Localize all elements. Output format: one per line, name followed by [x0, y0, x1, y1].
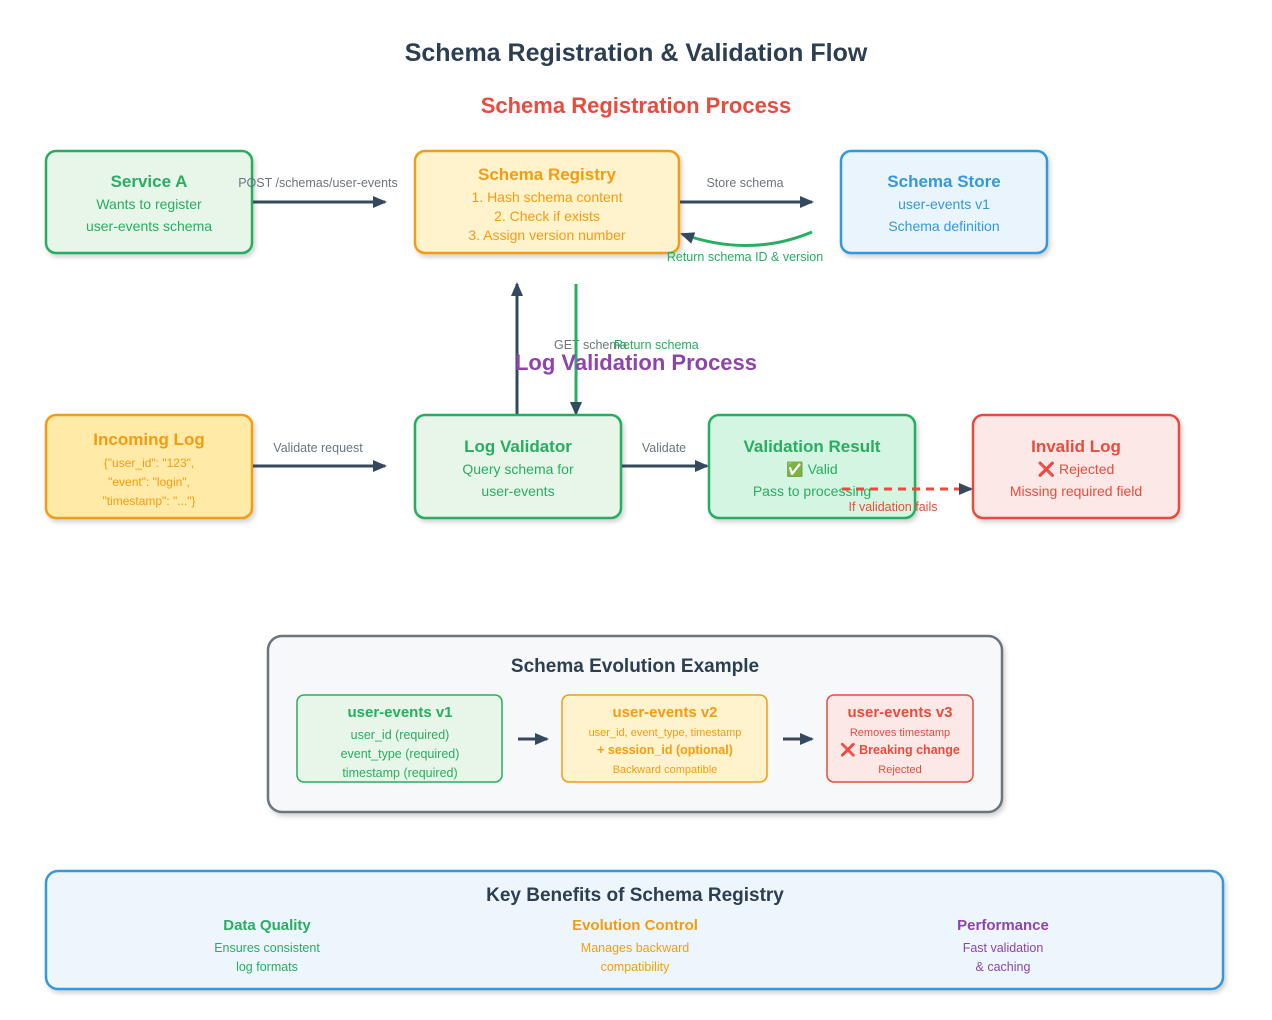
- node-line: 3. Assign version number: [468, 227, 626, 243]
- evolution-v3-card: user-events v3 Removes timestamp ❌ Break…: [826, 694, 974, 783]
- node-line: "timestamp": "..."}: [102, 494, 195, 508]
- node-line: Pass to processing: [753, 483, 871, 499]
- node-title: Invalid Log: [1031, 437, 1121, 456]
- evolution-title: Schema Evolution Example: [511, 656, 759, 677]
- node-line: ❌ Rejected: [1038, 461, 1115, 478]
- edge-return-id-label: Return schema ID & version: [667, 250, 823, 264]
- section-validation-title: Log Validation Process: [515, 350, 757, 375]
- benefits-title: Key Benefits of Schema Registry: [486, 885, 784, 906]
- node-incoming-log: Incoming Log {"user_id": "123", "event":…: [44, 413, 254, 520]
- evolution-card-line: + session_id (optional): [597, 743, 733, 757]
- node-title: Service A: [111, 172, 188, 191]
- edge-return-id-arrow: [680, 230, 813, 247]
- benefit-line: log formats: [236, 960, 298, 974]
- node-schema-store: Schema Store user-events v1 Schema defin…: [839, 149, 1049, 255]
- node-line: 1. Hash schema content: [472, 189, 623, 205]
- edge-validate-request-label: Validate request: [273, 441, 363, 455]
- edge-validate-label: Validate: [642, 441, 686, 455]
- benefit-title: Performance: [957, 917, 1049, 934]
- node-title: Incoming Log: [93, 430, 204, 449]
- benefit-line: & caching: [976, 960, 1031, 974]
- evolution-card-line: event_type (required): [341, 747, 460, 761]
- evolution-card-line: Rejected: [878, 764, 921, 776]
- node-schema-registry: Schema Registry 1. Hash schema content 2…: [413, 149, 681, 255]
- node-line: Wants to register: [96, 196, 202, 212]
- node-line: 2. Check if exists: [494, 208, 600, 224]
- benefit-line: Manages backward: [581, 941, 689, 955]
- evolution-card-line: user_id, event_type, timestamp: [589, 727, 742, 739]
- benefit-title: Evolution Control: [572, 917, 698, 934]
- node-invalid-log: Invalid Log ❌ Rejected Missing required …: [971, 413, 1181, 520]
- evolution-card-line: ❌ Breaking change: [840, 742, 960, 758]
- edge-if-fails-label: If validation fails: [849, 500, 938, 514]
- diagram-title: Schema Registration & Validation Flow: [405, 39, 868, 67]
- node-service-a: Service A Wants to register user-events …: [44, 149, 254, 255]
- node-line: {"user_id": "123",: [104, 456, 194, 470]
- node-line: user-events schema: [86, 218, 212, 234]
- evolution-v1-card: user-events v1 user_id (required) event_…: [296, 694, 503, 783]
- node-line: user-events: [481, 483, 554, 499]
- benefit-line: Ensures consistent: [214, 941, 320, 955]
- node-title: Schema Registry: [478, 165, 616, 184]
- benefit-line: compatibility: [601, 960, 671, 974]
- node-line: "event": "login",: [108, 475, 190, 489]
- key-benefits-panel: Key Benefits of Schema Registry Data Qua…: [44, 869, 1225, 991]
- evolution-card-line: Backward compatible: [613, 764, 718, 776]
- benefit-line: Fast validation: [963, 941, 1044, 955]
- node-title: Schema Store: [887, 172, 1000, 191]
- node-line: Query schema for: [462, 461, 574, 477]
- benefit-performance: Performance Fast validation & caching: [957, 917, 1049, 974]
- edge-store-label: Store schema: [706, 176, 783, 190]
- evolution-card-title: user-events v1: [347, 704, 452, 721]
- benefit-title: Data Quality: [223, 917, 311, 934]
- node-title: Validation Result: [744, 437, 881, 456]
- node-line: ✅ Valid: [786, 461, 837, 478]
- evolution-card-line: Removes timestamp: [850, 727, 950, 739]
- evolution-v2-card: user-events v2 user_id, event_type, time…: [561, 694, 768, 783]
- node-line: Missing required field: [1010, 483, 1142, 499]
- evolution-card-title: user-events v2: [612, 704, 717, 721]
- section-registration-title: Schema Registration Process: [481, 93, 792, 118]
- evolution-card-title: user-events v3: [847, 704, 952, 721]
- edge-post-label: POST /schemas/user-events: [238, 176, 398, 190]
- node-title: Log Validator: [464, 437, 572, 456]
- benefit-data-quality: Data Quality Ensures consistent log form…: [214, 917, 320, 974]
- schema-evolution-panel: Schema Evolution Example user-events v1 …: [266, 634, 1004, 814]
- edge-return-schema-label: Return schema: [614, 338, 699, 352]
- evolution-card-line: user_id (required): [351, 728, 450, 742]
- node-line: Schema definition: [888, 218, 999, 234]
- edge-get-schema-label: GET schema: [554, 338, 627, 352]
- evolution-card-line: timestamp (required): [342, 766, 457, 780]
- benefit-evolution-control: Evolution Control Manages backward compa…: [572, 917, 698, 974]
- node-validation-result: Validation Result ✅ Valid Pass to proces…: [707, 413, 917, 520]
- node-log-validator: Log Validator Query schema for user-even…: [413, 413, 623, 520]
- node-line: user-events v1: [898, 196, 990, 212]
